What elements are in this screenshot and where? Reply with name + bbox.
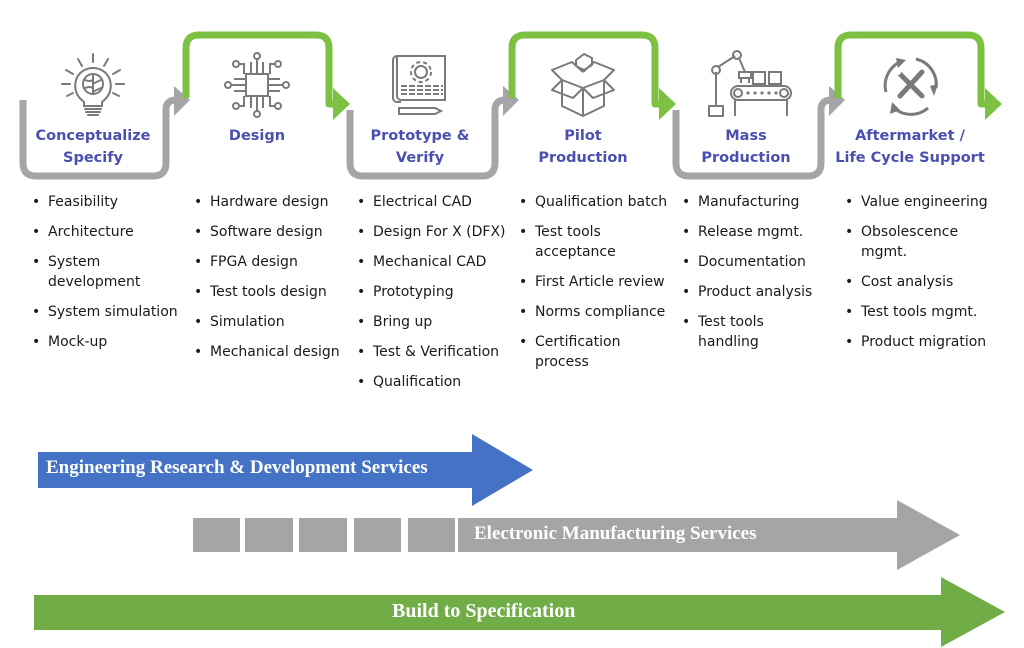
stage-title-design: Design xyxy=(177,125,337,147)
stage-list-mass: ManufacturingRelease mgmt. DocumentationP… xyxy=(682,192,822,362)
bts-label: Build to Specification xyxy=(392,600,576,622)
list-item: Manufacturing xyxy=(682,192,822,212)
list-item: Mock-up xyxy=(32,332,182,352)
list-item: Prototyping xyxy=(357,282,507,302)
process-flow-connectors xyxy=(19,31,1002,180)
list-item: Qualification batch xyxy=(519,192,669,212)
stage-list-design: Hardware designSoftware designFPGA desig… xyxy=(194,192,346,372)
list-item: Software design xyxy=(194,222,346,242)
green-arrowhead-2 xyxy=(333,88,350,120)
list-item: Test tools acceptance xyxy=(519,222,669,262)
erd-label: Engineering Research & Development Servi… xyxy=(46,457,428,478)
list-item: Simulation xyxy=(194,312,346,332)
stage-list-pilot: Qualification batchTest tools acceptance… xyxy=(519,192,669,382)
lightbulb-brain-icon xyxy=(61,53,125,116)
stage-list-prototype: Electrical CAD Design For X (DFX) Mechanic… xyxy=(357,192,507,402)
list-item: Obsolescence mgmt. xyxy=(845,222,1005,262)
gray-connector-5 xyxy=(672,96,835,180)
list-item: Test & Verification xyxy=(357,342,507,362)
stage-title-line: Aftermarket / xyxy=(855,128,965,144)
list-item: Bring up xyxy=(357,312,507,332)
robot-conveyor-icon xyxy=(708,50,792,117)
list-item: Mechanical CAD xyxy=(357,252,507,272)
stage-title-aftermarket: Aftermarket / Life Cycle Support xyxy=(825,125,995,169)
stage-title-line: Verify xyxy=(395,150,445,166)
list-item: System simulation xyxy=(32,302,182,322)
bts-arrow xyxy=(34,577,1005,647)
tools-cycle-icon xyxy=(883,57,938,116)
green-arrowhead-4 xyxy=(659,88,676,120)
circuit-chip-icon xyxy=(224,52,290,118)
list-item: System development xyxy=(32,252,182,292)
stage-title-prototype: Prototype & Verify xyxy=(340,125,500,169)
stage-title-line: Conceptualize xyxy=(35,128,151,144)
list-item: Test tools mgmt. xyxy=(845,302,1005,322)
list-item: Release mgmt. xyxy=(682,222,822,242)
ems-segment xyxy=(193,518,240,552)
list-item: Architecture xyxy=(32,222,182,242)
list-item: Norms compliance xyxy=(519,302,669,322)
list-item: Test tools design xyxy=(194,282,346,302)
blueprint-gear-icon xyxy=(392,55,446,115)
stage-title-mass: Mass Production xyxy=(666,125,826,169)
stage-title-pilot: Pilot Production xyxy=(503,125,663,169)
ems-segment xyxy=(354,518,401,552)
gray-connector-1 xyxy=(19,96,180,180)
stage-title-line: Life Cycle Support xyxy=(835,150,985,166)
gray-arrowhead-1 xyxy=(174,86,190,116)
stage-title-line: Pilot xyxy=(564,128,602,144)
list-item: First Article review xyxy=(519,272,669,292)
list-item: Design For X (DFX) xyxy=(357,222,507,242)
stage-title-line: Prototype & xyxy=(370,128,470,144)
stage-title-conceptualize: Conceptualize Specify xyxy=(13,125,173,169)
list-item: Cost analysis xyxy=(845,272,1005,292)
green-connector-6 xyxy=(834,31,987,108)
open-box-icon xyxy=(551,53,615,117)
list-item: Test tools handling xyxy=(682,312,822,352)
green-connector-4 xyxy=(508,31,661,108)
list-item: Value engineering xyxy=(845,192,1005,212)
green-arrowhead-6 xyxy=(985,88,1002,120)
list-item: Certification process xyxy=(519,332,669,372)
ems-arrow xyxy=(458,500,960,570)
gray-arrowhead-3 xyxy=(503,86,519,116)
list-item: Documentation xyxy=(682,252,822,272)
list-item: Feasibility xyxy=(32,192,182,212)
green-connector-2 xyxy=(182,31,335,108)
list-item: Product migration xyxy=(845,332,1005,352)
list-item: FPGA design xyxy=(194,252,346,272)
stage-list-conceptualize: FeasibilityArchitectureSystem developmen… xyxy=(32,192,182,362)
ems-segment xyxy=(408,518,455,552)
ems-segment xyxy=(299,518,347,552)
stage-title-line: Design xyxy=(228,128,286,144)
gray-connector-3 xyxy=(346,96,509,180)
stage-title-line: Specify xyxy=(63,150,123,166)
ems-label: Electronic Manufacturing Services xyxy=(474,523,757,544)
ems-segment xyxy=(245,518,293,552)
gray-arrowhead-5 xyxy=(829,86,845,116)
stage-list-aftermarket: Value engineeringObsolescence mgmt. Cost … xyxy=(845,192,1005,362)
list-item: Mechanical design xyxy=(194,342,346,362)
stage-title-line: Mass xyxy=(725,128,767,144)
list-item: Product analysis xyxy=(682,282,822,302)
erd-arrow xyxy=(38,434,533,506)
stage-title-line: Production xyxy=(701,150,791,166)
list-item: Electrical CAD xyxy=(357,192,507,212)
stage-title-line: Production xyxy=(538,150,628,166)
list-item: Hardware design xyxy=(194,192,346,212)
list-item: Qualification xyxy=(357,372,507,392)
